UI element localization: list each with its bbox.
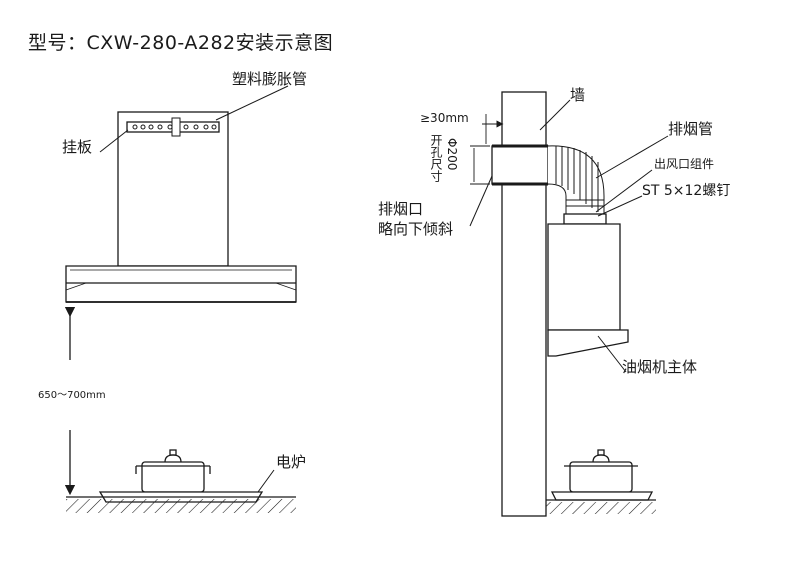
front-view <box>64 85 297 513</box>
screw-label: ST 5×12螺钉 <box>642 183 731 199</box>
page-title: 型号：CXW-280-A282安装示意图 <box>28 32 334 54</box>
outlet-assembly-label: 出风口组件 <box>654 157 715 171</box>
hood-body-label: 油烟机主体 <box>622 358 698 376</box>
hood-body-side <box>547 223 621 331</box>
stove-label: 电炉 <box>276 453 307 471</box>
hood-body-front <box>65 265 297 303</box>
hole-size-label: 开孔尺寸 <box>429 134 443 182</box>
outlet-tilt-label-1: 排烟口 <box>378 200 424 218</box>
height-range-label: 650～700mm <box>38 390 106 401</box>
exhaust-pipe-label: 排烟管 <box>668 120 714 138</box>
side-view <box>469 91 669 517</box>
gap-label: ≥30mm <box>420 111 469 125</box>
hanging-plate-label: 挂板 <box>62 138 93 156</box>
pipe-in-wall <box>491 145 549 185</box>
wall-label: 墙 <box>570 86 586 104</box>
stove-pot-left <box>135 449 211 493</box>
stove-base-right <box>550 491 654 501</box>
hanging-plate-holes <box>132 117 217 137</box>
stove-pot-right <box>564 449 638 493</box>
outlet-tilt-label-2: 略向下倾斜 <box>378 220 454 238</box>
hole-diameter-label: Φ200 <box>445 138 459 171</box>
bellows-pipe <box>547 145 605 215</box>
plastic-bellows-label: 塑料膨胀管 <box>232 70 308 88</box>
